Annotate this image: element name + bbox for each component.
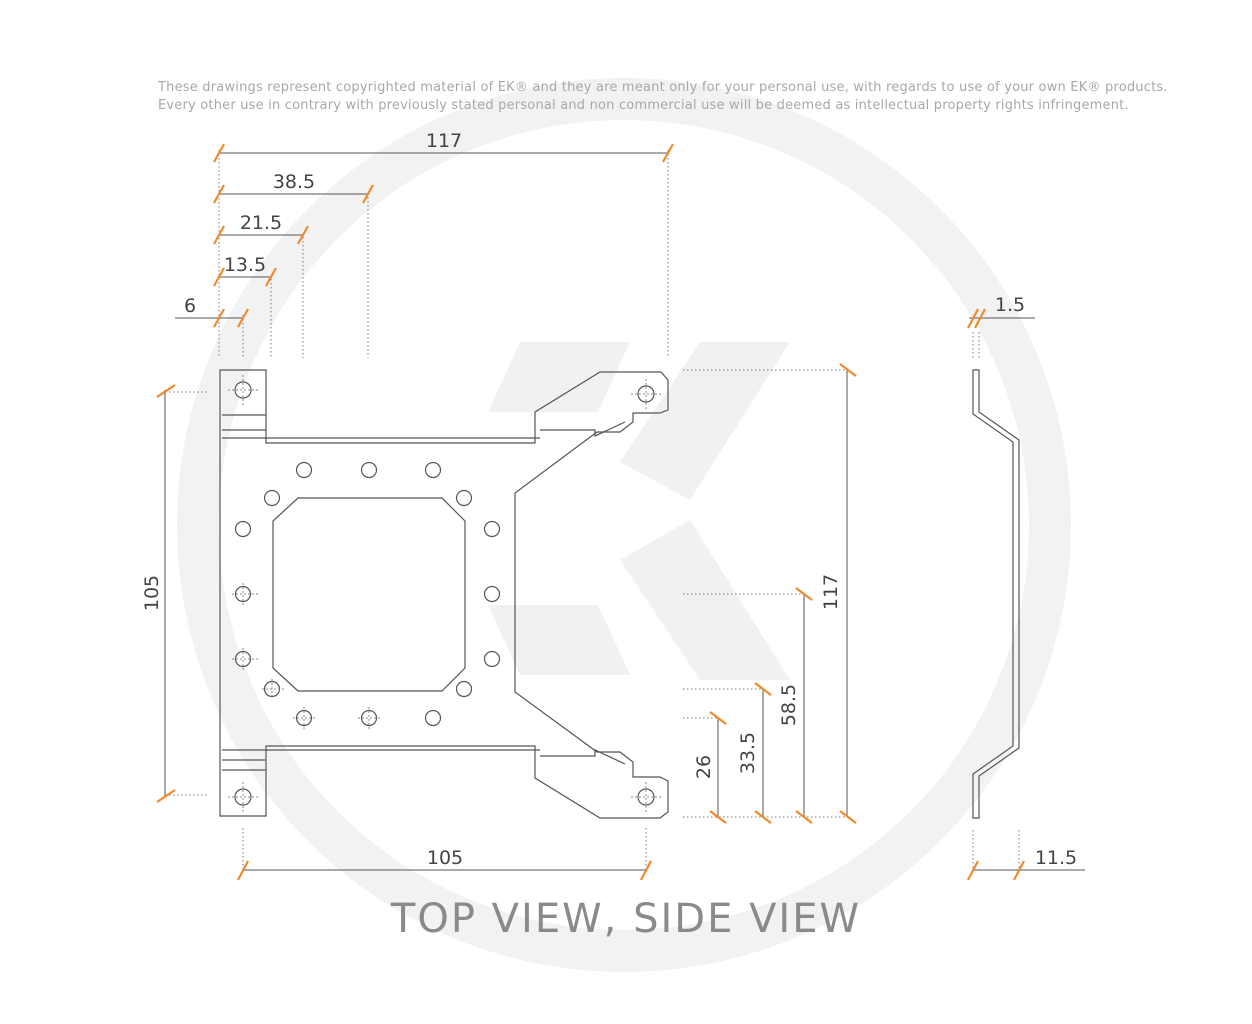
- dim-label-1-5: 1.5: [995, 294, 1025, 316]
- dim-label-58-5: 58.5: [778, 684, 800, 726]
- dim-label-117-right: 117: [820, 574, 842, 610]
- dim-label-105-bottom: 105: [427, 847, 463, 869]
- dimension-labels: 117 38.5 21.5 13.5 6 105 105 117 58.5 33…: [141, 130, 1077, 869]
- top-dimensions: [175, 143, 674, 358]
- dim-label-11-5: 11.5: [1035, 847, 1077, 869]
- view-caption: TOP VIEW, SIDE VIEW: [390, 896, 862, 942]
- dim-label-6: 6: [184, 295, 196, 317]
- mounting-holes: [228, 375, 661, 812]
- dim-label-26: 26: [693, 755, 715, 779]
- left-dimension: [156, 384, 208, 803]
- dim-label-21-5: 21.5: [240, 212, 282, 234]
- dim-label-13-5: 13.5: [224, 254, 266, 276]
- top-view-plate: [219, 369, 669, 819]
- dim-label-105-left: 105: [141, 575, 163, 611]
- ek-watermark: [177, 78, 1071, 972]
- dim-label-33-5: 33.5: [737, 732, 759, 774]
- dim-label-38-5: 38.5: [273, 171, 315, 193]
- copyright-notice-line-2: Every other use in contrary with previou…: [158, 98, 1129, 113]
- dim-label-117-top: 117: [426, 130, 462, 152]
- right-dimensions: [683, 363, 857, 824]
- side-view-profile: [967, 308, 1085, 881]
- bottom-dimension: [237, 828, 652, 881]
- copyright-notice-line-1: These drawings represent copyrighted mat…: [158, 80, 1168, 95]
